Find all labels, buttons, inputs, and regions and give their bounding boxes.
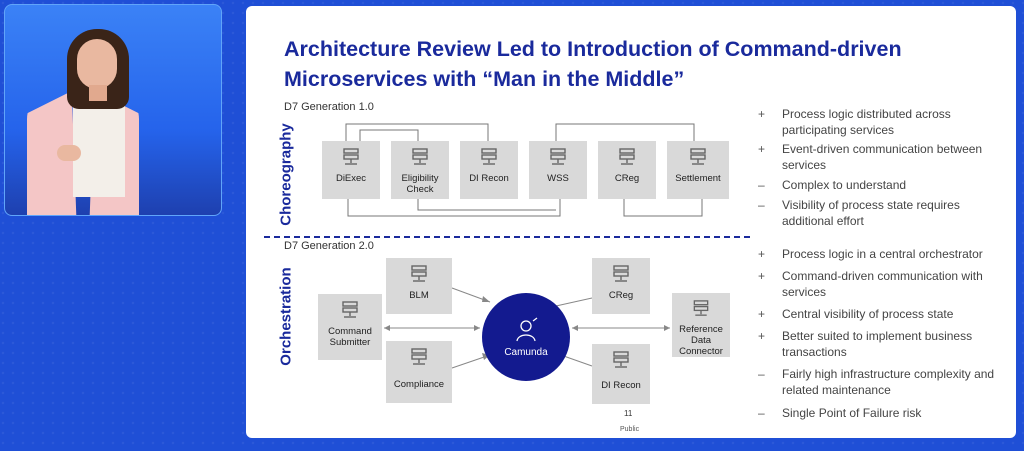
speaker-video — [4, 4, 222, 216]
bullet-marker: + — [758, 307, 766, 321]
service-box-wss: WSS — [529, 141, 587, 199]
bullet-marker: – — [758, 406, 765, 420]
service-label: WSS — [547, 173, 569, 184]
orchestration-label: Orchestration — [277, 267, 295, 366]
slide-title-line2: Microservices with “Man in the Middle” — [284, 67, 685, 91]
server-icon — [693, 300, 709, 316]
bullet-marker: + — [758, 107, 766, 121]
slide-title-line1: Architecture Review Led to Introduction … — [284, 37, 902, 61]
server-icon — [342, 301, 358, 318]
presentation-slide: Architecture Review Led to Introduction … — [246, 6, 1016, 438]
service-label: Compliance — [393, 379, 445, 390]
camunda-label: Camunda — [504, 346, 548, 358]
bullet-text: Process logic distributed across partici… — [782, 107, 951, 137]
service-box-compliance: Compliance — [386, 341, 452, 403]
server-icon — [481, 148, 497, 165]
connector-lines — [345, 123, 703, 369]
service-box-eligibility-check: Eligibility Check — [391, 141, 449, 199]
speaker-shirt — [73, 97, 125, 197]
bullet-marker: + — [758, 142, 766, 156]
server-icon — [343, 148, 359, 165]
service-label: DI Recon — [469, 173, 509, 184]
server-icon — [411, 348, 427, 365]
gen2-label: D7 Generation 2.0 — [284, 240, 374, 252]
bullet-text: Visibility of process state requires add… — [782, 198, 960, 228]
bullet-text: Central visibility of process state — [782, 307, 954, 321]
bullet-marker: + — [758, 269, 766, 283]
server-icon — [550, 148, 566, 165]
service-box-diexec: DiExec — [322, 141, 380, 199]
bullet-text: Process logic in a central orchestrator — [782, 247, 983, 261]
service-label: BLM — [409, 290, 429, 301]
bullet-text: Event-driven communication between servi… — [782, 142, 983, 172]
bullet-marker: – — [758, 198, 765, 212]
service-box-reference-data-connector: Reference Data Connector — [672, 293, 730, 357]
service-label: DiExec — [335, 173, 367, 184]
server-icon — [412, 148, 428, 165]
bullet-text: Complex to understand — [782, 178, 907, 192]
service-box-command-submitter: Command Submitter — [318, 294, 382, 360]
server-icon — [619, 148, 635, 165]
orchestrator-person-icon — [516, 316, 538, 341]
server-icon — [690, 148, 706, 165]
service-label: DI Recon — [601, 380, 641, 391]
speaker-neck — [89, 85, 107, 101]
service-box-creg-orch: CReg — [592, 258, 650, 314]
classification-label: Public — [620, 426, 640, 433]
speaker-face — [77, 39, 117, 89]
bullet-text: Single Point of Failure risk — [782, 406, 922, 420]
server-icon — [613, 351, 629, 368]
page-number: 11 — [624, 409, 633, 418]
slide-title: Architecture Review Led to Introduction … — [284, 34, 1004, 94]
service-label: Settlement — [675, 173, 721, 184]
bullet-marker: – — [758, 367, 765, 381]
server-icon — [411, 265, 427, 282]
bullet-marker: – — [758, 178, 765, 192]
service-box-settlement: Settlement — [667, 141, 729, 199]
section-divider — [264, 236, 750, 238]
gen1-label: D7 Generation 1.0 — [284, 101, 374, 113]
camunda-orchestrator: Camunda — [482, 293, 570, 381]
speaker-hand — [57, 145, 81, 161]
service-box-blm: BLM — [386, 258, 452, 314]
service-label: CReg — [614, 173, 640, 184]
service-box-di-recon-orch: DI Recon — [592, 344, 650, 404]
service-box-di-recon: DI Recon — [460, 141, 518, 199]
service-box-creg: CReg — [598, 141, 656, 199]
bullet-marker: + — [758, 247, 766, 261]
bullet-text: Fairly high infrastructure complexity an… — [782, 367, 995, 397]
service-label: CReg — [608, 290, 634, 301]
bullet-text: Better suited to implement business tran… — [782, 329, 973, 359]
service-label: Eligibility Check — [401, 173, 439, 195]
bullet-text: Command-driven communication with servic… — [782, 269, 983, 299]
service-label: Reference Data Connector — [679, 324, 723, 357]
bullet-marker: + — [758, 329, 766, 343]
server-icon — [613, 265, 629, 282]
choreography-label: Choreography — [277, 123, 295, 226]
service-label: Command Submitter — [328, 326, 372, 348]
